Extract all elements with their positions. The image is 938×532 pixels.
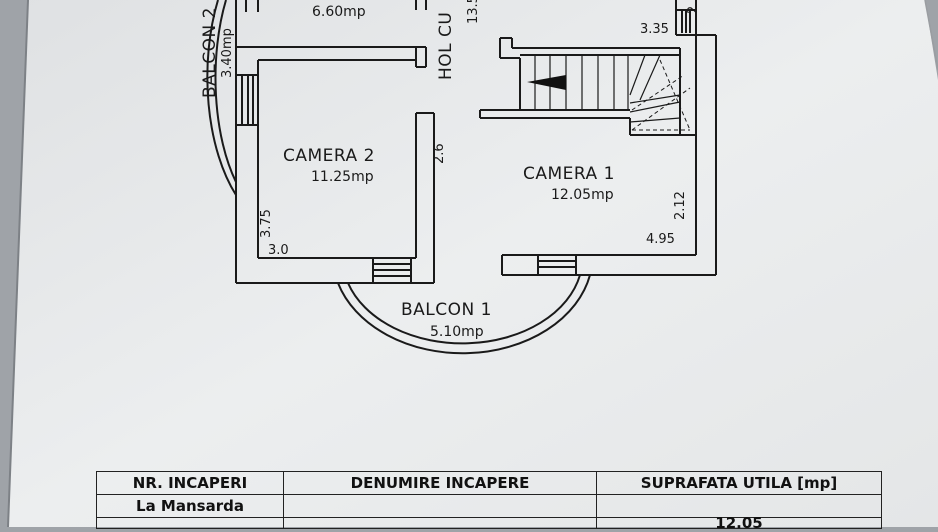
table-row: La Mansarda [96,494,882,518]
camera1-area: 12.05mp [551,187,614,203]
section-label-mansarda: La Mansarda [96,494,284,518]
camera2-dim-h: 3.75 [259,209,274,238]
camera2-dim-w: 3.0 [268,243,289,258]
room-schedule-table: NR. INCAPERI DENUMIRE INCAPERE SUPRAFATA… [96,471,882,531]
camera1-name: CAMERA 1 [523,164,615,184]
camera1-dim-h: 2.12 [673,191,688,220]
table-cell [283,494,597,518]
hol-area-partial: 13.5 [466,0,481,24]
hall-width-dim: 2.6 [432,143,447,164]
hol-name: HOL CU [436,11,456,80]
header-denumire-incapere: DENUMIRE INCAPERE [283,471,597,495]
balcon2-area: 3.40mp [220,28,235,78]
table-row: 12.05 [96,516,882,531]
balcon2-name: BALCON 2 [200,7,220,98]
header-nr-incaperi: NR. INCAPERI [96,471,284,495]
camera2-area: 11.25mp [311,169,374,185]
stair-arrow-icon [527,75,566,90]
paper-sheet [8,0,938,527]
stair-width-dim: 3.35 [640,22,669,37]
stair-partial-dim: 2 [686,5,701,14]
header-suprafata-utila: SUPRAFATA UTILA [mp] [596,471,882,495]
top-room-area: 6.60mp [312,4,366,20]
table-header-row: NR. INCAPERI DENUMIRE INCAPERE SUPRAFATA… [96,471,882,495]
camera1-dim-w: 4.95 [646,232,675,247]
balcon1-name: BALCON 1 [401,300,492,320]
camera2-name: CAMERA 2 [283,146,375,166]
balcon1-area: 5.10mp [430,324,484,340]
